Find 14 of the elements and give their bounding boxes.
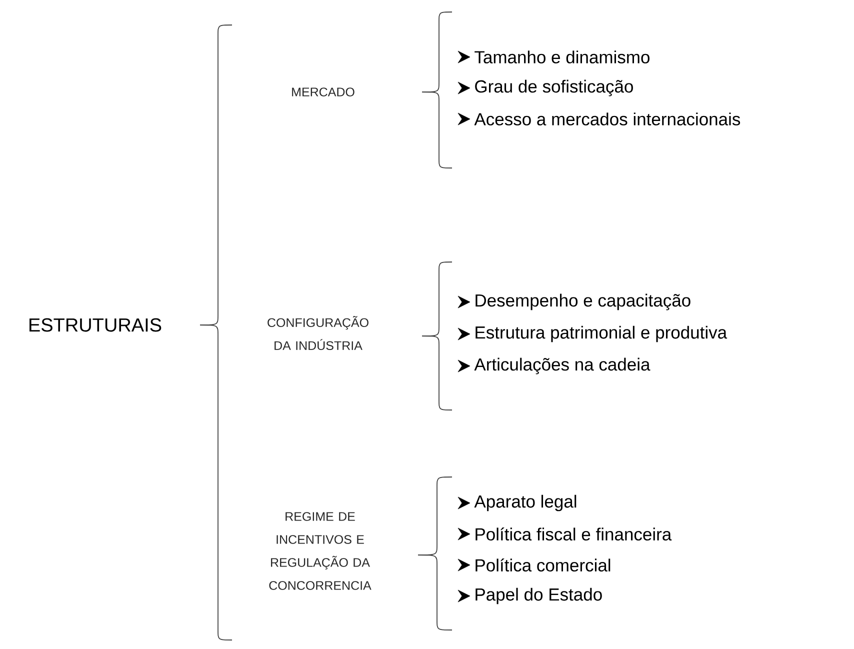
bullet-item: Grau de sofisticação [475,80,633,96]
bullet-item: Estrutura patrimonial e produtiva [476,326,728,342]
bullet-item: Articulações na cadeia [474,358,650,374]
group-label: CONFIGURAÇÃO DA INDÚSTRIA [268,316,368,350]
group-label: REGIME DE INCENTIVOS E REGULAÇÃO DA CONCORRENCIA [269,512,372,590]
bullet-item: Aparato legal [474,494,576,512]
bullet-item: Política fiscal e financeira [476,527,672,541]
category-label: ESTRUTURAIS [30,318,162,332]
bullet-item: Tamanho e dinamismo [474,50,650,64]
bullet-item: Acesso a mercados internacionais [474,112,740,126]
bullet-item: Papel do Estado [476,588,602,604]
bullet-item: Desempenho e capacitação [476,294,690,310]
bullet-item: Política comercial [476,558,610,572]
group-label: MERCADO [292,88,354,96]
